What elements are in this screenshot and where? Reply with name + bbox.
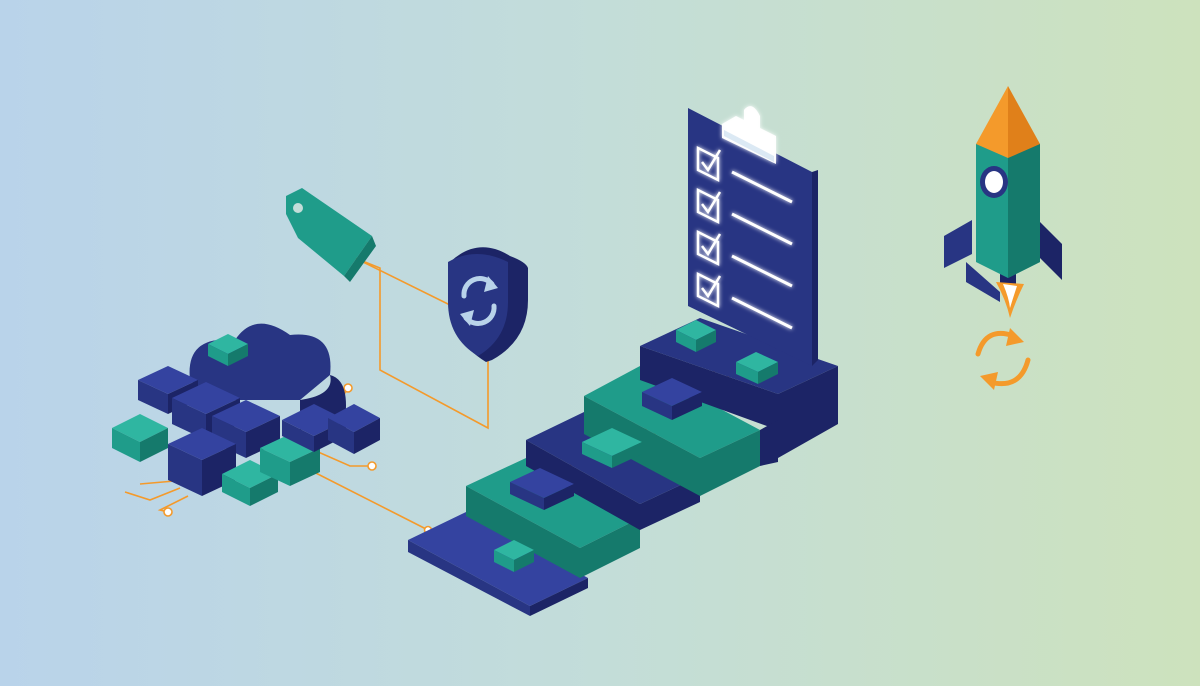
checklist-clipboard-icon xyxy=(688,106,818,366)
price-tag-icon xyxy=(286,188,376,282)
sync-arrowheads xyxy=(980,328,1024,390)
shield-sync-icon xyxy=(448,247,528,362)
checklist-items xyxy=(696,145,793,330)
isometric-staircase-platform xyxy=(408,318,838,616)
cloud-blocks-icon xyxy=(112,323,380,506)
rocket-icon xyxy=(944,86,1062,318)
